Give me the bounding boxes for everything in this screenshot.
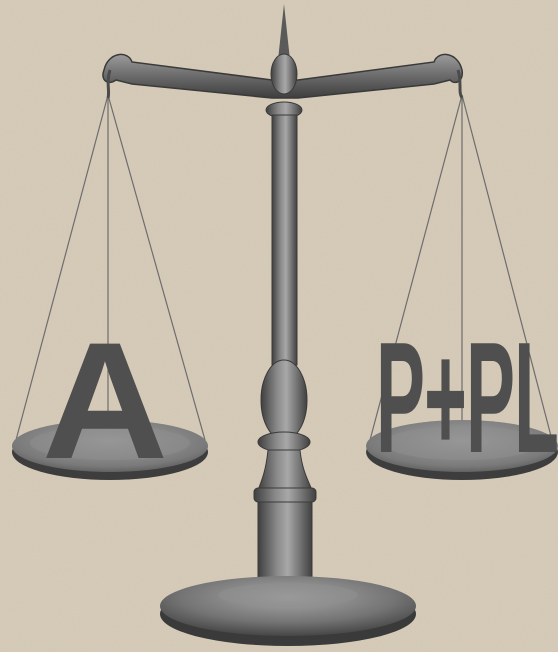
left-pan-label: A <box>42 308 166 494</box>
right-pan-label: P+PL <box>376 310 558 486</box>
scale-base <box>160 576 416 646</box>
